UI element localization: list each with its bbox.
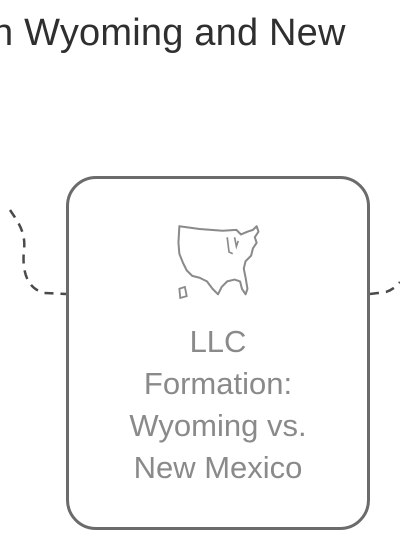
node-label-line-4: New Mexico [133, 450, 303, 485]
node-label-line-3: Wyoming vs. [129, 408, 307, 443]
node-label: LLC Formation: Wyoming vs. New Mexico [69, 321, 367, 489]
connector-left [8, 209, 67, 296]
connector-right [369, 281, 400, 296]
node-label-line-2: Formation: [143, 366, 293, 401]
usa-map-icon [177, 225, 260, 300]
diagram-title: n Wyoming and New [0, 12, 346, 54]
topic-node: LLC Formation: Wyoming vs. New Mexico [66, 176, 370, 530]
node-label-line-1: LLC [189, 324, 247, 359]
